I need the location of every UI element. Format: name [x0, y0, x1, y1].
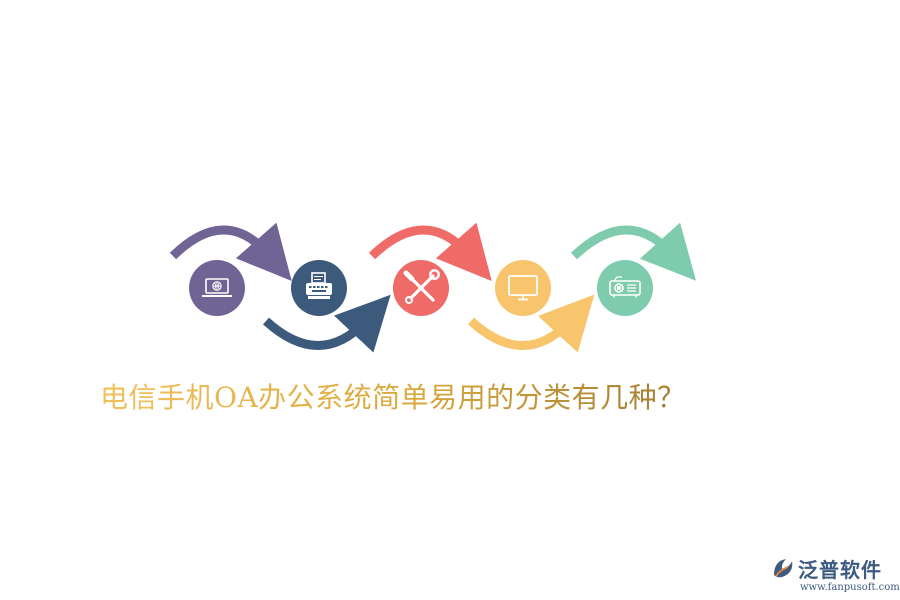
brand-name: 泛普软件 [798, 558, 882, 582]
step-4 [495, 260, 551, 316]
step-4-circle [495, 260, 551, 316]
step-1 [189, 260, 245, 316]
step-5-circle [597, 260, 653, 316]
arrow-1 [169, 222, 292, 282]
wrench-screwdriver-icon [403, 269, 440, 304]
arrow-4 [467, 294, 595, 353]
arrow-3 [368, 222, 492, 282]
arrow-5 [570, 222, 697, 281]
typewriter-icon [306, 272, 332, 299]
step-5 [597, 260, 653, 316]
brand-logo: 泛普软件 www.fanpusoft.com [770, 553, 900, 597]
arrow-2 [262, 294, 391, 353]
projector-icon [609, 276, 641, 298]
monitor-icon [508, 275, 538, 301]
step-3 [393, 260, 449, 316]
brand-url: www.fanpusoft.com [800, 582, 900, 593]
headline-title: 电信手机OA办公系统简单易用的分类有几种？ [100, 378, 800, 418]
laptop-globe-icon [202, 278, 232, 297]
step-2 [291, 260, 347, 316]
brand-mark-icon [774, 559, 793, 578]
